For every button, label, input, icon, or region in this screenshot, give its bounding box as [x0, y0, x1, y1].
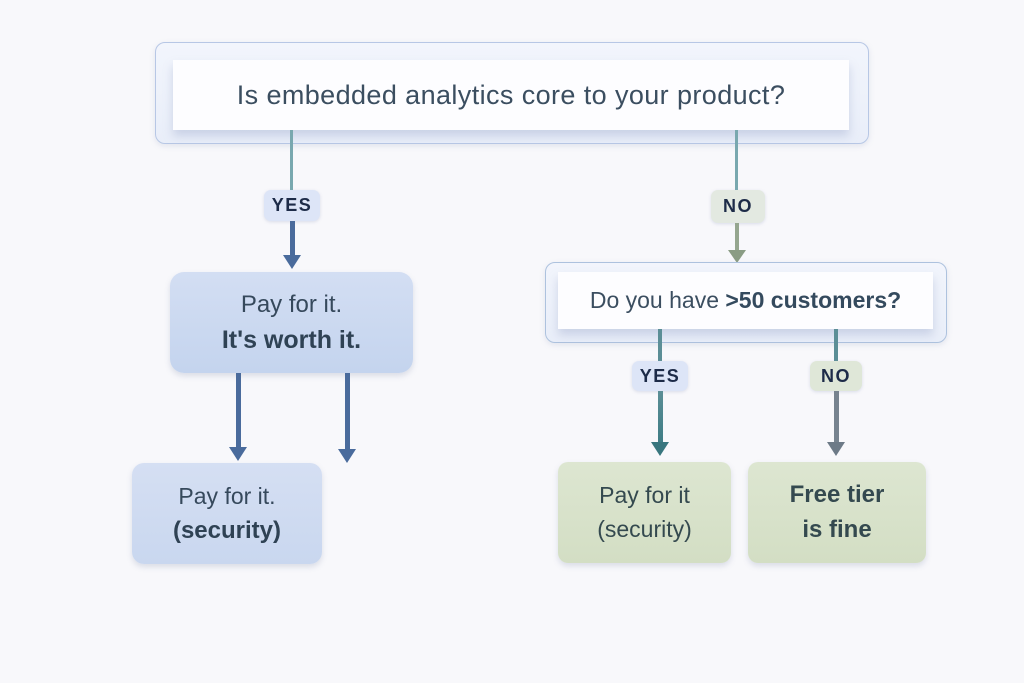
arrow-shaft — [833, 391, 839, 442]
connector-q2-to-no — [834, 329, 838, 362]
pay-security-blue-line2: (security) — [172, 516, 282, 544]
arrow-pay-worth-left — [228, 373, 248, 461]
arrow-shaft — [735, 223, 739, 250]
arrow-shaft — [657, 391, 663, 442]
question2-text-bold: >50 customers? — [725, 287, 902, 313]
arrow-head-icon — [651, 442, 669, 456]
yes-badge-level1: YES — [264, 190, 320, 221]
pay-security-blue-node: Pay for it. (security) — [132, 463, 322, 564]
arrow-head-icon — [827, 442, 845, 456]
arrow-head-icon — [229, 447, 247, 461]
arrow-yes2 — [650, 391, 670, 456]
arrow-pay-worth-right — [337, 373, 357, 463]
no-badge-level1: NO — [711, 190, 765, 223]
arrow-yes1 — [282, 221, 302, 269]
free-tier-line1: Free tier — [789, 481, 885, 508]
pay-worth-line1: Pay for it. — [240, 290, 343, 318]
question2-text: Do you have >50 customers? — [590, 287, 901, 314]
question2-text-regular: Do you have — [589, 287, 726, 313]
pay-security-green-node: Pay for it (security) — [558, 462, 731, 563]
no-badge-level2: NO — [810, 361, 862, 391]
arrow-no2 — [826, 391, 846, 456]
connector-root-to-yes — [290, 130, 293, 191]
pay-worth-node: Pay for it. It's worth it. — [170, 272, 413, 373]
connector-root-to-no — [735, 130, 738, 190]
root-question-text: Is embedded analytics core to your produ… — [236, 79, 786, 110]
arrow-shaft — [289, 221, 295, 255]
free-tier-node: Free tier is fine — [748, 462, 926, 563]
pay-worth-line2: It's worth it. — [221, 325, 362, 354]
free-tier-line2: is fine — [802, 516, 872, 543]
pay-security-green-line1: Pay for it — [599, 482, 690, 508]
root-question-inner-card: Is embedded analytics core to your produ… — [173, 60, 849, 130]
pay-security-blue-line1: Pay for it. — [178, 482, 276, 509]
yes-badge-level2: YES — [632, 361, 688, 391]
arrow-shaft — [344, 373, 350, 449]
arrow-no1 — [727, 223, 747, 263]
arrow-shaft — [235, 373, 241, 447]
arrow-head-icon — [338, 449, 356, 463]
connector-q2-to-yes — [658, 329, 662, 362]
arrow-head-icon — [728, 250, 746, 263]
arrow-head-icon — [283, 255, 301, 269]
question2-inner-card: Do you have >50 customers? — [558, 272, 933, 329]
pay-security-green-line2: (security) — [597, 516, 692, 542]
